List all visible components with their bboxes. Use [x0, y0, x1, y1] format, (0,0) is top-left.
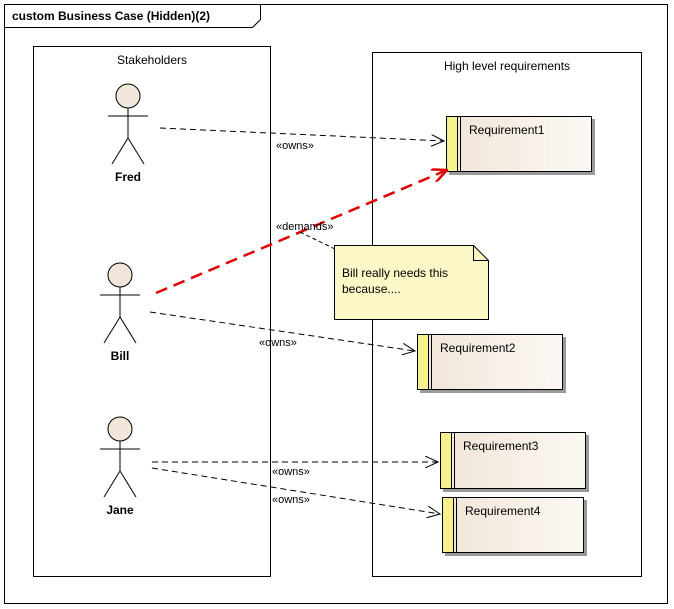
note-anchor-line [299, 231, 338, 251]
note-text: Bill really needs this because.... [342, 265, 482, 297]
note-line-1: Bill really needs this [342, 266, 449, 280]
diagram-frame [4, 4, 668, 604]
stereotype-bill-demands: «demands» [276, 221, 334, 233]
requirement-1[interactable]: Requirement1 [446, 116, 592, 172]
requirement-label: Requirement2 [440, 341, 516, 355]
note-shape [334, 245, 489, 320]
stakeholders-boundary[interactable]: Stakeholders [33, 46, 271, 577]
link-bill-owns-requirement2[interactable] [149, 311, 415, 351]
requirement-stripe [441, 433, 455, 488]
requirement-3[interactable]: Requirement3 [440, 432, 586, 489]
stereotype-fred-owns: «owns» [276, 140, 314, 152]
link-jane-owns-requirement4[interactable] [151, 467, 440, 514]
requirement-2[interactable]: Requirement2 [417, 334, 563, 390]
actor-name: Jane [106, 503, 134, 517]
link-fred-owns-requirement1[interactable] [159, 127, 444, 141]
requirement-stripe [447, 117, 461, 171]
diagram-title: custom Business Case (Hidden)(2) [12, 9, 211, 23]
requirement-stripe [443, 498, 457, 552]
actor-bill[interactable]: Bill [90, 261, 150, 363]
actor-name: Bill [110, 349, 130, 363]
requirements-label: High level requirements [443, 59, 571, 73]
actor-jane[interactable]: Jane [90, 415, 150, 517]
stereotype-jane-owns-req4: «owns» [272, 494, 310, 506]
requirement-stripe [418, 335, 432, 389]
requirement-label: Requirement3 [463, 439, 539, 453]
note[interactable]: Bill really needs this because.... [334, 245, 489, 320]
stakeholders-label: Stakeholders [116, 53, 188, 67]
stick-figure-icon [100, 262, 140, 344]
actor-name: Fred [114, 170, 141, 184]
stick-figure-icon [108, 83, 148, 165]
note-line-2: because.... [342, 282, 401, 296]
actor-fred[interactable]: Fred [98, 82, 158, 184]
requirement-4[interactable]: Requirement4 [442, 497, 584, 553]
link-bill-demands-requirement1[interactable] [155, 170, 447, 295]
stick-figure-icon [100, 416, 140, 498]
stereotype-bill-owns: «owns» [259, 337, 297, 349]
requirement-label: Requirement4 [465, 504, 541, 518]
requirement-label: Requirement1 [469, 123, 545, 137]
frame-tab-outline [4, 4, 261, 28]
stereotype-jane-owns-req3: «owns» [272, 466, 310, 478]
